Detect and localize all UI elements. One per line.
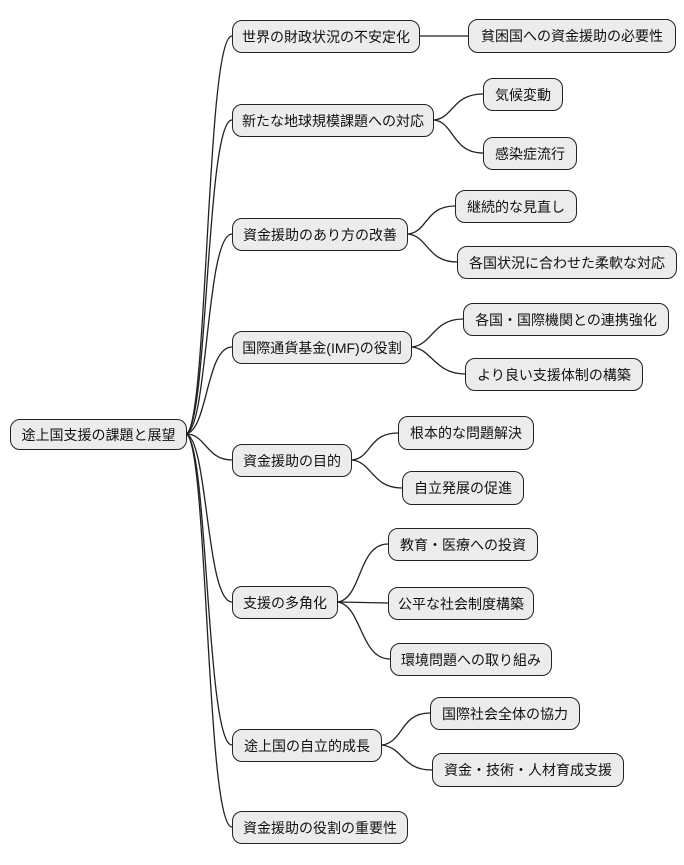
node-branch-6-child-0: 国際社会全体の協力 [430,697,580,730]
node-branch-5-child-2: 環境問題への取り組み [390,643,552,676]
node-branch-1-child-0: 気候変動 [483,78,563,111]
node-branch-2: 資金援助のあり方の改善 [232,218,408,251]
node-branch-3-child-0: 各国・国際機関との連携強化 [463,303,669,336]
edge-branch-3-child-0 [411,318,464,348]
edge-branch-4-child-0 [351,432,399,461]
node-branch-4-child-0: 根本的な問題解決 [398,416,534,450]
edge-branch-5-child-1 [337,601,389,604]
node-branch-0: 世界の財政状況の不安定化 [232,20,420,53]
edge-branch-5-child-0 [337,543,389,603]
node-branch-5-child-0: 教育・医療への投資 [388,528,538,561]
edge-root-branch-4 [185,433,233,461]
edge-branch-6-child-0 [381,712,431,746]
node-root: 途上国支援の課題と展望 [10,419,187,450]
node-branch-6: 途上国の自立的成長 [232,729,382,762]
edge-branch-5-child-2 [337,601,391,660]
node-branch-7: 資金援助の役割の重要性 [232,811,408,844]
edge-root-branch-1 [185,119,233,435]
node-branch-3: 国際通貨基金(IMF)の役割 [232,331,412,364]
edge-branch-1-child-1 [433,119,484,154]
node-branch-6-child-1: 資金・技術・人材育成支援 [432,753,624,787]
node-branch-5-child-1: 公平な社会制度構築 [388,587,534,620]
edge-root-branch-5 [185,433,233,603]
edge-root-branch-7 [185,433,233,828]
node-branch-0-child-0: 貧困国への資金援助の必要性 [468,19,676,53]
edge-branch-2-child-0 [407,205,456,235]
edge-root-branch-2 [185,233,233,435]
node-branch-1: 新たな地球規模課題への対応 [232,104,434,137]
edge-branch-1-child-0 [433,93,484,121]
edge-root-branch-0 [185,35,233,435]
edge-branch-4-child-1 [351,459,403,489]
node-branch-3-child-1: より良い支援体制の構築 [465,358,643,391]
node-branch-4-child-1: 自立発展の促進 [402,471,524,505]
node-branch-1-child-1: 感染症流行 [483,137,577,170]
node-branch-2-child-0: 継続的な見直し [455,190,577,223]
edge-root-branch-3 [185,346,233,435]
edge-root-branch-6 [185,433,233,746]
node-branch-4: 資金援助の目的 [232,444,352,477]
edge-branch-2-child-1 [407,233,458,263]
node-branch-2-child-1: 各国状況に合わせた柔軟な対応 [457,246,677,279]
edge-branch-3-child-1 [411,346,466,375]
edge-branch-6-child-1 [381,744,433,771]
node-branch-5: 支援の多角化 [232,586,338,619]
